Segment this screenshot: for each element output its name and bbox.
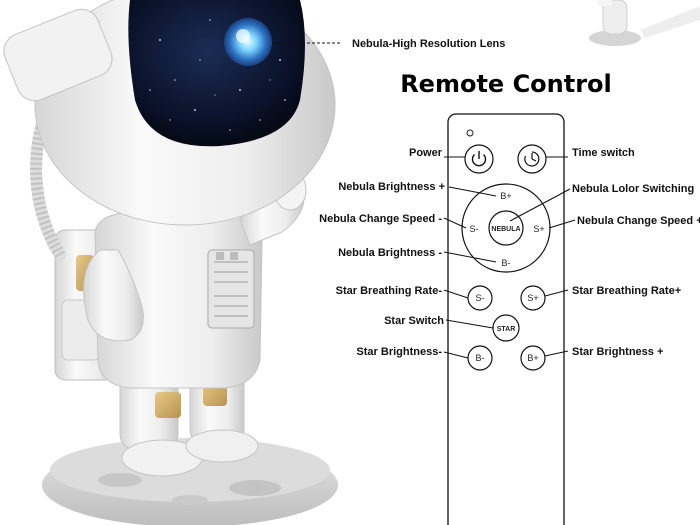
visor xyxy=(128,0,305,147)
power-icon xyxy=(471,153,487,167)
label-star-breathing-rate-plus: Star Breathing Rate+ xyxy=(572,285,681,297)
remote-control-title: Remote Control xyxy=(400,70,612,98)
time-switch-button[interactable] xyxy=(517,144,547,174)
power-button[interactable] xyxy=(464,144,494,174)
svg-text:STAR: STAR xyxy=(497,326,516,333)
label-time-switch: Time switch xyxy=(572,147,635,159)
lens-label: Nebula-High Resolution Lens xyxy=(352,38,505,50)
ir-indicator xyxy=(466,129,474,137)
svg-text:B-: B- xyxy=(476,353,485,363)
label-nebula-change-speed-plus: Nebula Change Speed + xyxy=(577,215,700,227)
timer-icon xyxy=(524,151,540,167)
nebula-button-label: NEBULA xyxy=(491,226,520,233)
svg-text:B+: B+ xyxy=(527,353,538,363)
callout-lines xyxy=(443,156,576,359)
label-nebula-color-switching: Nebula Lolor Switching xyxy=(572,183,694,195)
label-nebula-brightness-plus: Nebula Brightness + xyxy=(338,181,445,193)
nebula-button[interactable] xyxy=(488,210,524,246)
nebula-s-plus-button[interactable]: S+ xyxy=(533,224,544,234)
nebula-lens xyxy=(224,18,272,66)
star-breathing-minus-button[interactable]: S- xyxy=(467,285,493,311)
thumbnail-astronaut xyxy=(589,0,700,46)
svg-text:S-: S- xyxy=(476,293,485,303)
star-brightness-minus-button[interactable]: B- xyxy=(467,345,493,371)
label-star-brightness-plus: Star Brightness + xyxy=(572,346,663,358)
star-brightness-plus-button[interactable]: B+ xyxy=(520,345,546,371)
chest-control-panel xyxy=(207,249,255,329)
knee-patch-left xyxy=(155,392,181,418)
star-switch-button[interactable]: STAR xyxy=(492,314,520,342)
star-breathing-plus-button[interactable]: S+ xyxy=(520,285,546,311)
label-star-switch: Star Switch xyxy=(384,315,444,327)
label-nebula-change-speed-minus: Nebula Change Speed - xyxy=(319,213,442,225)
label-star-brightness-minus: Star Brightness- xyxy=(356,346,442,358)
astronaut-illustration xyxy=(3,0,338,525)
svg-text:S+: S+ xyxy=(527,293,538,303)
label-nebula-brightness-minus: Nebula Brightness - xyxy=(338,247,442,259)
label-power: Power xyxy=(409,147,443,159)
nebula-s-minus-button[interactable]: S- xyxy=(470,224,479,234)
label-star-breathing-rate-minus: Star Breathing Rate- xyxy=(336,285,443,297)
nebula-b-minus-button[interactable]: B- xyxy=(502,258,511,268)
nebula-b-plus-button[interactable]: B+ xyxy=(500,191,511,201)
